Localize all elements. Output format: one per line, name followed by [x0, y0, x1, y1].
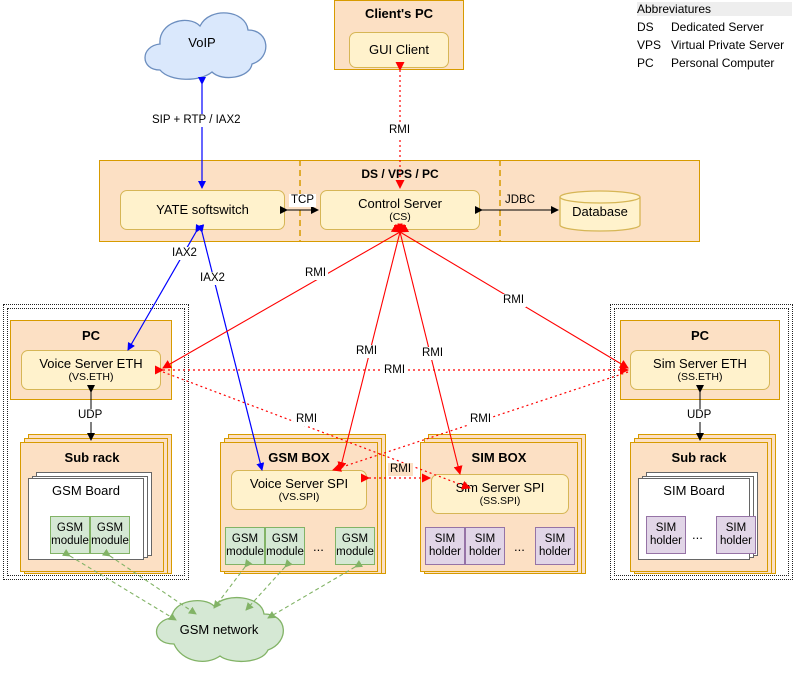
gsm-box-module-3-label: GSM module — [336, 532, 374, 558]
voip-cloud — [144, 12, 267, 80]
sim-server-spi[interactable]: Sim Server SPI (SS.SPI) — [431, 474, 569, 514]
label-iax2-right: IAX2 — [198, 272, 227, 285]
label-rmi-right: RMI — [501, 294, 527, 307]
label-rmi-gui: RMI — [387, 124, 413, 137]
label-rmi-ss-spi: RMI — [420, 347, 446, 360]
sim-server-eth-name: Sim Server ETH — [653, 355, 747, 371]
sim-board-label: SIM Board — [663, 483, 725, 498]
label-udp-left: UDP — [76, 409, 105, 422]
sim-box-holder-3[interactable]: SIM holder — [535, 527, 575, 565]
database-cylinder[interactable] — [559, 190, 641, 232]
label-rmi-diag-right: RMI — [468, 413, 494, 426]
label-jdbc: JDBC — [503, 194, 538, 207]
database-label: Database — [572, 204, 628, 219]
voice-server-spi-name: Voice Server SPI — [249, 475, 349, 491]
gsm-board-label: GSM Board — [52, 483, 120, 498]
sim-server-eth-abbr: (SS.ETH) — [677, 371, 723, 384]
sim-box-title: SIM BOX — [471, 450, 527, 465]
left-subrack-title: Sub rack — [64, 450, 120, 465]
legend-meaning-ds: Dedicated Server — [671, 20, 764, 34]
sim-box-holder-3-label: SIM holder — [539, 532, 571, 558]
yate-softswitch[interactable]: YATE softswitch — [120, 190, 285, 230]
sim-server-spi-name: Sim Server SPI — [455, 479, 545, 495]
right-sim-holder-2[interactable]: SIM holder — [716, 516, 756, 554]
sim-box-holder-1-label: SIM holder — [429, 532, 461, 558]
sim-box-holder-2[interactable]: SIM holder — [465, 527, 505, 565]
control-server-name: Control Server — [358, 195, 442, 211]
sim-box-ellipsis: ... — [514, 539, 525, 554]
left-gsm-module-2[interactable]: GSM module — [90, 516, 130, 554]
label-rmi-horizontal: RMI — [382, 364, 408, 377]
gsm-box-module-1[interactable]: GSM module — [225, 527, 265, 565]
sim-server-spi-abbr: (SS.SPI) — [479, 495, 521, 508]
right-subrack-title: Sub rack — [671, 450, 727, 465]
right-sim-holder-1[interactable]: SIM holder — [646, 516, 686, 554]
right-sim-holder-2-label: SIM holder — [720, 521, 752, 547]
right-enclosure-inner — [614, 308, 789, 576]
gsm-box-module-2[interactable]: GSM module — [265, 527, 305, 565]
left-gsm-module-1-label: GSM module — [51, 521, 89, 547]
voice-server-spi[interactable]: Voice Server SPI (VS.SPI) — [231, 470, 367, 510]
left-gsm-module-2-label: GSM module — [91, 521, 129, 547]
voip-cloud-label: VoIP — [188, 35, 216, 50]
legend-title: Abbreviatures — [637, 2, 792, 16]
legend-abbr-vps: VPS — [637, 38, 662, 52]
label-udp-right: UDP — [685, 409, 714, 422]
gsm-box-module-2-label: GSM module — [266, 532, 304, 558]
sim-box-holder-2-label: SIM holder — [469, 532, 501, 558]
label-sip: SIP + RTP / IAX2 — [150, 114, 243, 127]
legend-meaning-pc: Personal Computer — [671, 56, 775, 70]
voice-server-spi-abbr: (VS.SPI) — [278, 491, 320, 504]
label-rmi-left: RMI — [303, 267, 329, 280]
label-rmi-diag-left: RMI — [294, 413, 320, 426]
right-enclosure-outer — [610, 304, 793, 580]
clients-pc-title: Client's PC — [364, 6, 434, 21]
left-gsm-module-1[interactable]: GSM module — [50, 516, 90, 554]
right-pc-title: PC — [690, 328, 710, 343]
label-rmi-vs-spi: RMI — [354, 345, 380, 358]
voice-server-eth-name: Voice Server ETH — [39, 355, 143, 371]
label-tcp: TCP — [289, 194, 316, 207]
sim-server-eth[interactable]: Sim Server ETH (SS.ETH) — [630, 350, 770, 390]
gsm-network-label: GSM network — [179, 622, 259, 637]
label-rmi-boxes: RMI — [388, 463, 414, 476]
voice-server-eth-abbr: (VS.ETH) — [68, 371, 114, 384]
gsm-box-ellipsis: ... — [313, 539, 324, 554]
sim-box-holder-1[interactable]: SIM holder — [425, 527, 465, 565]
legend-meaning-vps: Virtual Private Server — [671, 38, 785, 52]
legend-abbr-pc: PC — [637, 56, 654, 70]
right-sim-ellipsis: ... — [692, 527, 703, 542]
gsm-box-module-1-label: GSM module — [226, 532, 264, 558]
legend-abbr-ds: DS — [637, 20, 654, 34]
gsm-box-title: GSM BOX — [268, 450, 330, 465]
control-server-abbr: (CS) — [389, 211, 411, 224]
right-sim-holder-1-label: SIM holder — [650, 521, 682, 547]
left-pc-title: PC — [81, 328, 101, 343]
label-iax2-left: IAX2 — [170, 247, 199, 260]
gsm-box-module-3[interactable]: GSM module — [335, 527, 375, 565]
